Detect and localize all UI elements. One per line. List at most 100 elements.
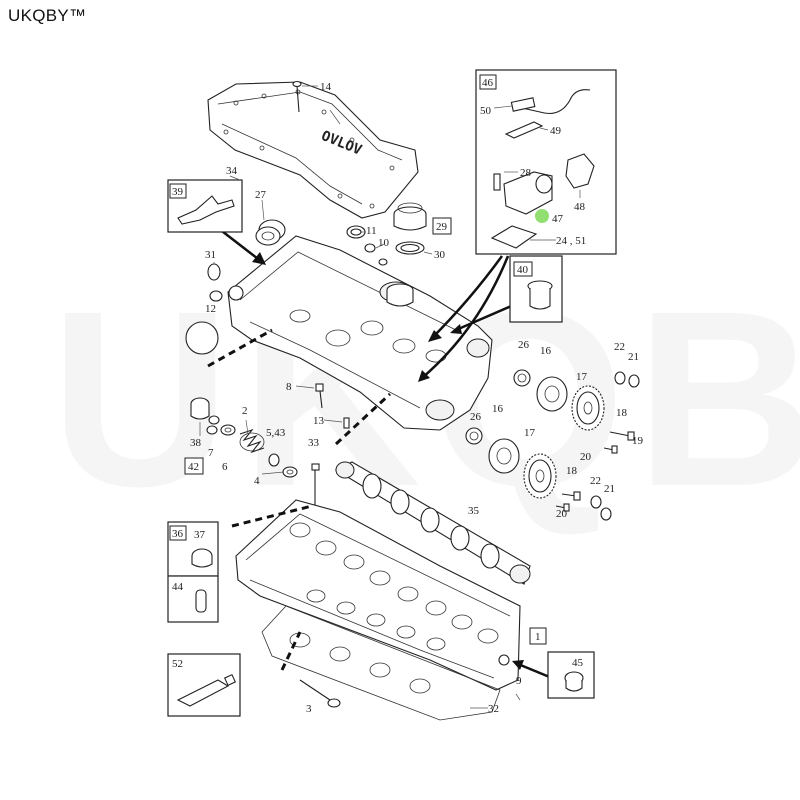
- valve-keeper-7[interactable]: [206, 415, 220, 435]
- valve-cover[interactable]: OVLOV: [207, 81, 419, 219]
- callout-21b: 21: [604, 483, 615, 495]
- oil-filler-cap[interactable]: [393, 202, 427, 231]
- callout-19: 19: [632, 435, 644, 447]
- leader-lines: [199, 105, 581, 709]
- plug-12[interactable]: [209, 285, 244, 302]
- bolt-20b[interactable]: [555, 503, 570, 512]
- assembly-line: [207, 328, 273, 368]
- callout-33: 33: [308, 437, 320, 449]
- callout-3: 3: [306, 703, 312, 715]
- inset-box-44: [167, 575, 219, 623]
- boxed-label-46: 46: [482, 77, 494, 89]
- boxed-label-39: 39: [172, 186, 184, 198]
- cvvt-unit-16a[interactable]: [536, 376, 568, 412]
- plug-21a[interactable]: [628, 374, 640, 388]
- valve-stem-seal[interactable]: [268, 453, 280, 467]
- boxed-label-29: 29: [436, 221, 448, 233]
- callout-30: 30: [434, 249, 446, 261]
- callout-16a: 16: [540, 345, 552, 357]
- sensor-9[interactable]: [498, 654, 510, 666]
- arrow-from-box45: [512, 660, 553, 680]
- boxed-label-42: 42: [188, 461, 199, 473]
- assembly-line: [280, 631, 302, 671]
- spring-seat-6[interactable]: [220, 424, 236, 436]
- boxed-label-36: 36: [172, 528, 184, 540]
- callout-14: 14: [320, 81, 332, 93]
- camshaft-gear-17b[interactable]: [523, 453, 557, 499]
- cylinder-head[interactable]: [235, 499, 521, 691]
- callout-21a: 21: [628, 351, 639, 363]
- bolt-19[interactable]: [603, 445, 618, 454]
- camshaft-seal-27[interactable]: [255, 219, 286, 246]
- callout-24-51: 24 , 51: [556, 235, 586, 247]
- callout-37: 37: [194, 529, 206, 541]
- bolt-18a[interactable]: [609, 431, 635, 441]
- callout-10: 10: [378, 237, 390, 249]
- callout-26b: 26: [470, 411, 482, 423]
- bolt-8[interactable]: [315, 383, 324, 409]
- camshaft-seal-26b[interactable]: [465, 427, 483, 445]
- callout-17b: 17: [524, 427, 536, 439]
- callout-31: 31: [205, 249, 216, 261]
- callout-11: 11: [366, 225, 377, 237]
- callout-52: 52: [172, 658, 183, 670]
- assembly-line: [231, 504, 313, 528]
- callout-20a: 20: [580, 451, 592, 463]
- callout-9: 9: [516, 675, 522, 687]
- callout-18b: 18: [566, 465, 578, 477]
- callout-48: 48: [574, 201, 586, 213]
- cvvt-unit-16b[interactable]: [488, 438, 520, 474]
- assembly-line: [334, 392, 392, 446]
- callout-7: 7: [208, 447, 214, 459]
- inset-box-46: [475, 69, 617, 255]
- callout-22a: 22: [614, 341, 625, 353]
- valve-spring-2[interactable]: [239, 428, 265, 454]
- callout-22b: 22: [590, 475, 601, 487]
- callout-47: 47: [552, 213, 564, 225]
- arrow-from-box40: [450, 302, 517, 334]
- head-gasket[interactable]: [261, 605, 501, 721]
- bolt-14[interactable]: [292, 80, 302, 113]
- filler-seal[interactable]: [395, 241, 425, 255]
- pin-13[interactable]: [343, 417, 350, 429]
- callout-6: 6: [222, 461, 228, 473]
- arrow-to-housing: [217, 227, 266, 265]
- sealing-disc[interactable]: [185, 321, 219, 355]
- camshaft-gear-17a[interactable]: [571, 385, 605, 431]
- inset-box-52: [167, 653, 241, 717]
- callout-32: 32: [488, 703, 499, 715]
- callout-38: 38: [190, 437, 202, 449]
- callout-16b: 16: [492, 403, 504, 415]
- callout-4: 4: [254, 475, 260, 487]
- callout-50: 50: [480, 105, 492, 117]
- spring-washer-4[interactable]: [282, 466, 298, 478]
- callout-13: 13: [313, 415, 325, 427]
- boxed-label-40: 40: [517, 264, 529, 276]
- inset-box-40: [509, 255, 563, 323]
- washer-small[interactable]: [378, 258, 388, 266]
- boxed-label-1: 1: [535, 631, 541, 643]
- box-42: [184, 457, 204, 475]
- plug-21b[interactable]: [600, 507, 612, 521]
- cylinder-head-bolt-33[interactable]: [311, 463, 320, 506]
- camshaft-housing[interactable]: [227, 235, 493, 431]
- o-ring-10[interactable]: [364, 243, 376, 253]
- callout-labels: 14 34 27 11 10 30 31 12 8 13 2 5,43 38 7…: [172, 77, 644, 715]
- washer-22a[interactable]: [614, 371, 626, 385]
- bolt-18b[interactable]: [561, 491, 581, 501]
- inset-box-45: [547, 651, 595, 699]
- plug-cylinder[interactable]: [386, 283, 414, 307]
- callout-45: 45: [572, 657, 584, 669]
- camshaft[interactable]: [334, 461, 531, 585]
- callout-18a: 18: [616, 407, 628, 419]
- inset-box-39: [167, 179, 243, 233]
- seal-31[interactable]: [207, 263, 221, 281]
- washer-22b[interactable]: [590, 495, 602, 509]
- hydraulic-tappet-38[interactable]: [190, 397, 210, 420]
- callout-35: 35: [468, 505, 480, 517]
- box-29: [432, 217, 452, 235]
- camshaft-seal-26a[interactable]: [513, 369, 531, 387]
- valve-3[interactable]: [299, 679, 341, 708]
- callout-8: 8: [286, 381, 292, 393]
